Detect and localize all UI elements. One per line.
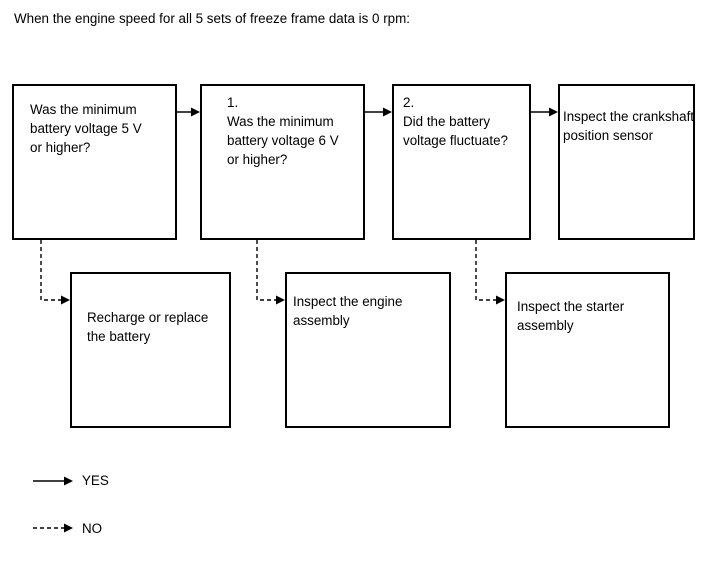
yes-arrow-box3-to-box4 [531, 107, 558, 117]
no-arrow-box1-to-recharge [40, 240, 70, 305]
box-battery-fluctuate: 2. Did the battery voltage fluctuate? [392, 84, 531, 240]
box-inspect-crankshaft-sensor: Inspect the crankshaft position sensor [558, 84, 695, 240]
legend-no-label: NO [82, 521, 103, 536]
legend-yes-label: YES [82, 473, 109, 488]
box-recharge-battery: Recharge or replace the battery [70, 272, 231, 428]
legend-yes-arrow [33, 476, 73, 486]
no-arrow-box3-to-starter [475, 240, 505, 305]
no-arrow-box2-to-engine [256, 240, 285, 305]
box-inspect-engine: Inspect the engine assembly [285, 272, 451, 428]
legend-no-arrow [33, 523, 73, 533]
yes-arrow-box2-to-box3 [365, 107, 392, 117]
page-title: When the engine speed for all 5 sets of … [14, 11, 410, 26]
box-min-battery-5v: Was the minimum battery voltage 5 V or h… [12, 84, 177, 240]
box-min-battery-6v: 1. Was the minimum battery voltage 6 V o… [200, 84, 365, 240]
box-inspect-starter: Inspect the starter assembly [505, 272, 670, 428]
yes-arrow-box1-to-box2 [177, 107, 200, 117]
